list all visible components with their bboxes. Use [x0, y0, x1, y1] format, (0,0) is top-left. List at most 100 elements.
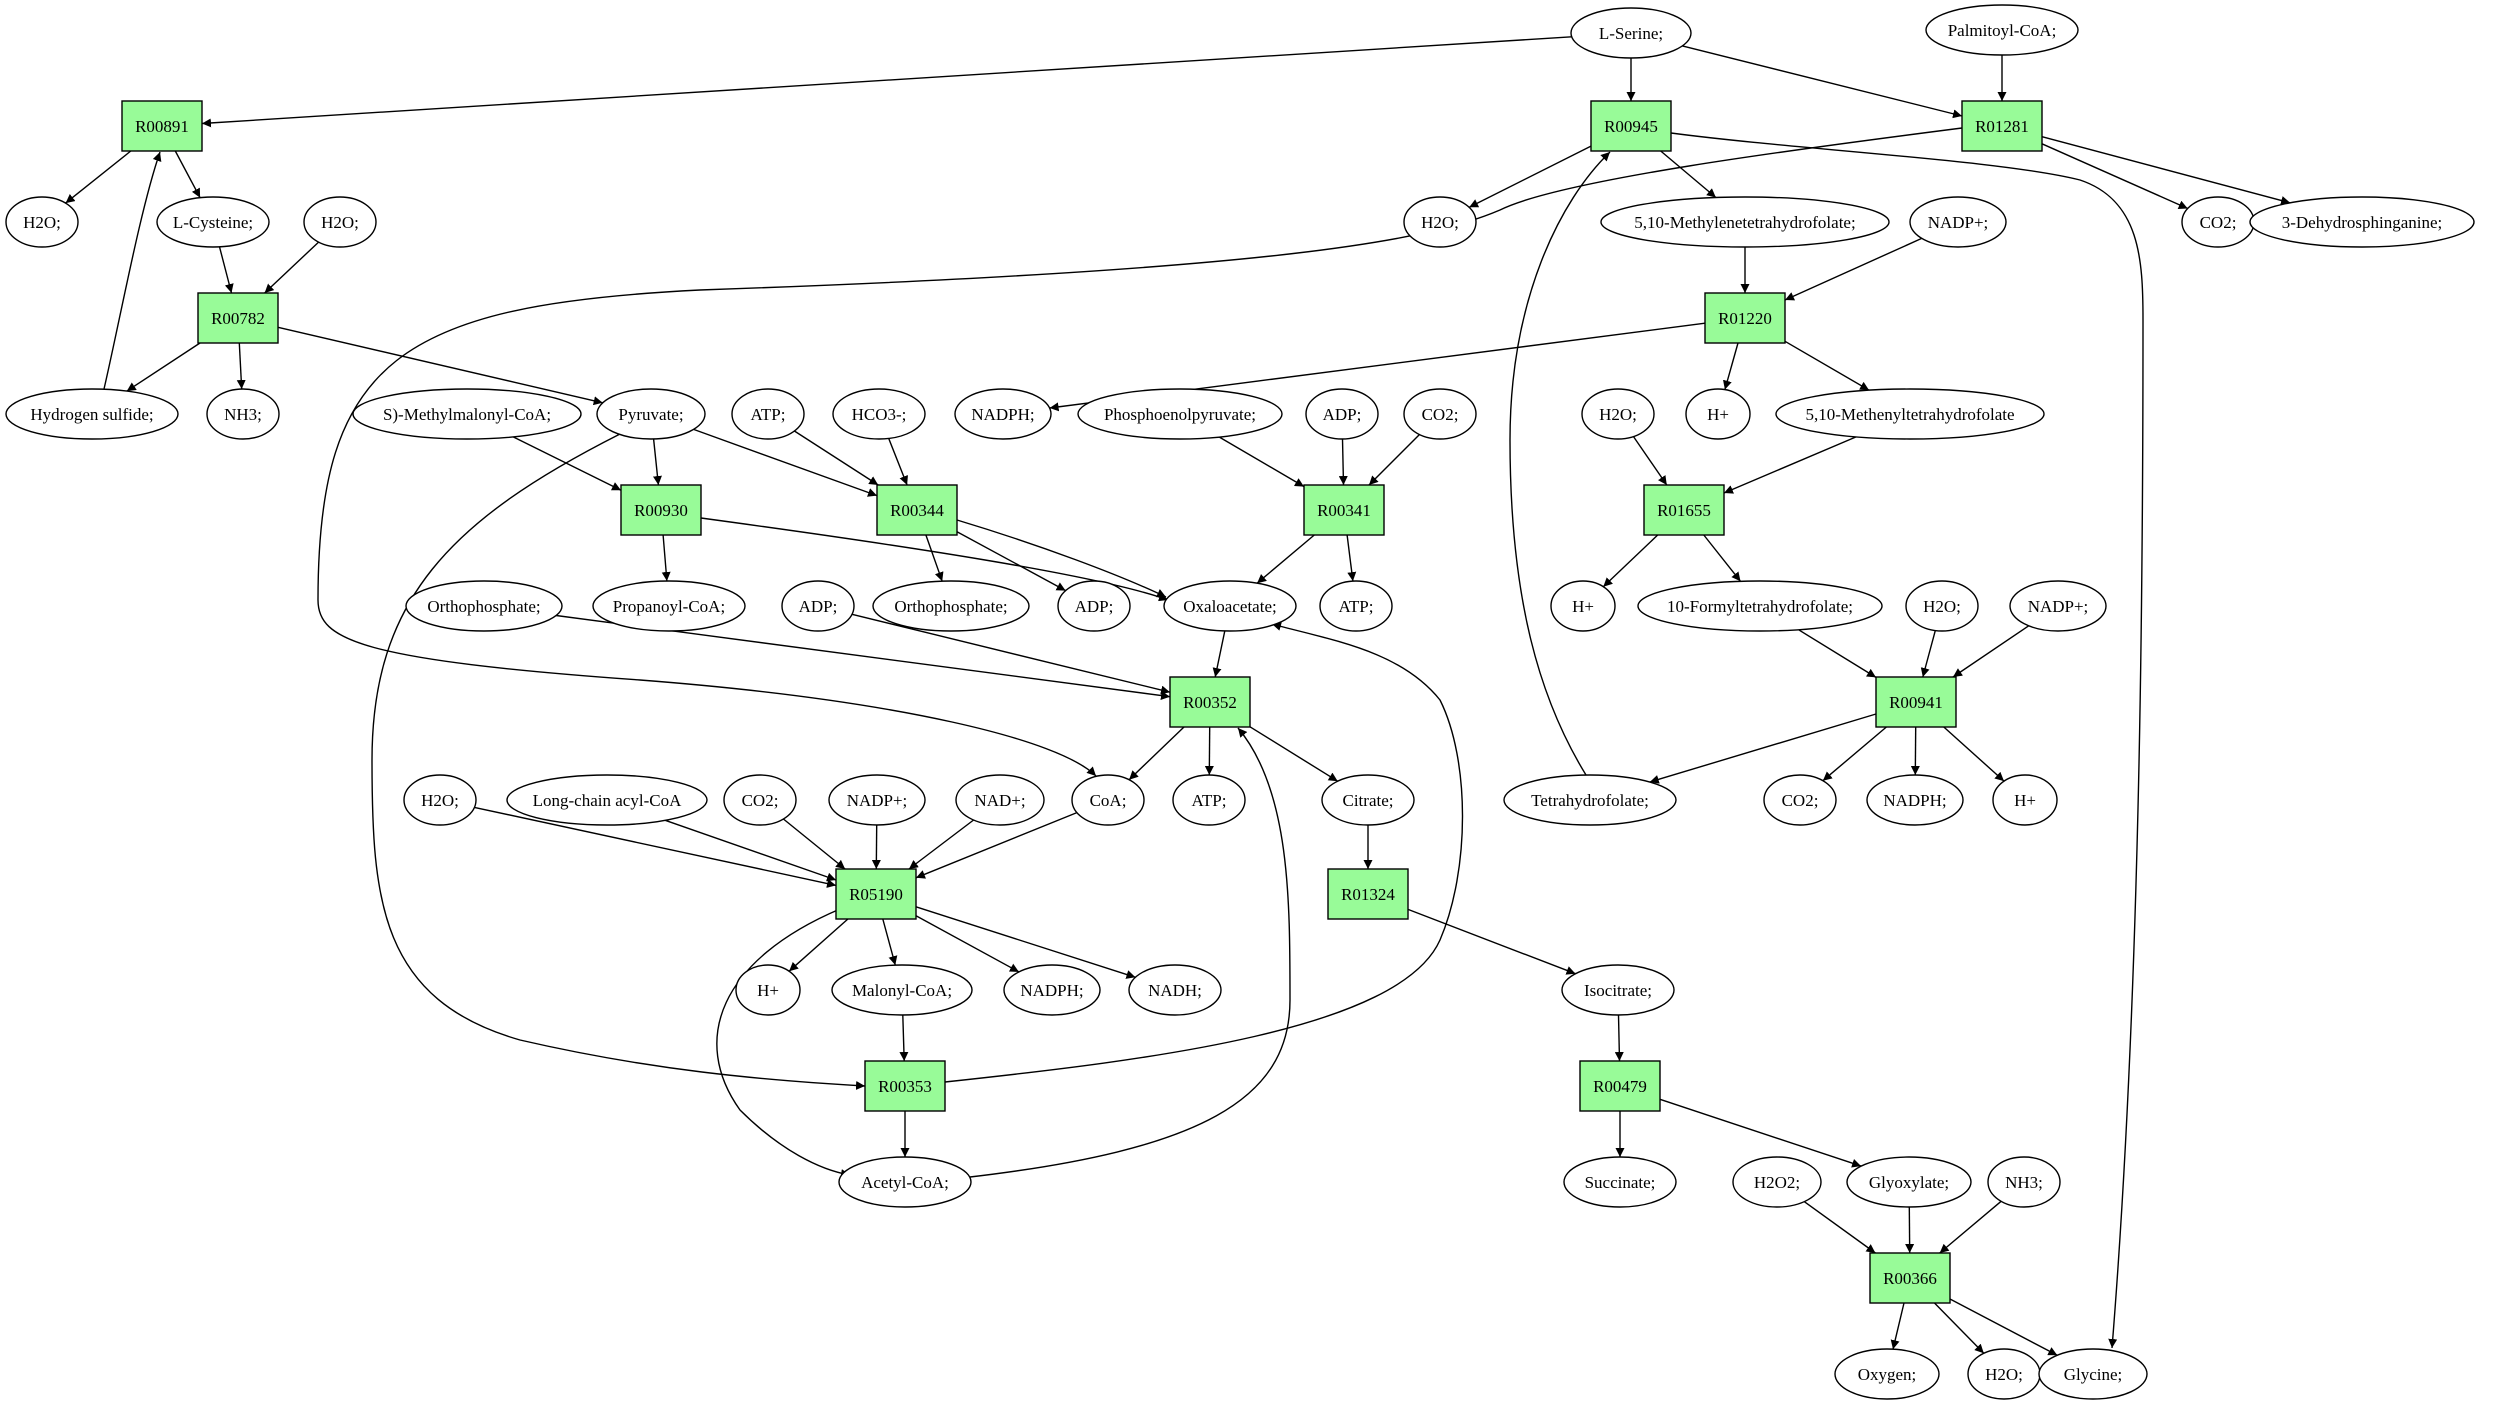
reaction-node-r00941[interactable]: R00941	[1875, 676, 1957, 728]
edge-formylthf-to-r00941	[1798, 629, 1877, 678]
metabolite-node-hplus_d[interactable]: H+	[735, 964, 801, 1016]
metabolite-ellipse	[828, 774, 926, 826]
metabolite-node-nadph_a[interactable]: NADPH;	[954, 388, 1052, 440]
metabolite-node-nad[interactable]: NAD+;	[955, 774, 1045, 826]
node-label: NADPH;	[1020, 981, 1083, 1000]
edge-r05190-to-nadph_c	[915, 915, 1020, 973]
edge-r05190-to-acetylcoa	[716, 908, 851, 1178]
reaction-node-r01281[interactable]: R01281	[1961, 100, 2043, 152]
metabolite-node-lserine[interactable]: L-Serine;	[1570, 7, 1692, 59]
metabolite-node-methenylthf[interactable]: 5,10-Methenyltetrahydrofolate	[1775, 388, 2045, 440]
metabolite-node-hplus_c[interactable]: H+	[1992, 774, 2058, 826]
reaction-node-r01324[interactable]: R01324	[1327, 868, 1409, 920]
node-label: R00479	[1593, 1077, 1647, 1096]
metabolite-node-h2o_g[interactable]: H2O;	[1967, 1348, 2041, 1400]
reaction-node-r01220[interactable]: R01220	[1704, 292, 1786, 344]
metabolite-node-acetylcoa[interactable]: Acetyl-CoA;	[838, 1156, 972, 1208]
edge-r00366-to-h2o_g	[1934, 1302, 1985, 1354]
metabolite-node-h2o_c[interactable]: H2O;	[1403, 196, 1477, 248]
node-label: Glycine;	[2064, 1365, 2123, 1384]
metabolite-node-co2_c[interactable]: CO2;	[723, 774, 797, 826]
metabolite-node-orthophos_a[interactable]: Orthophosphate;	[405, 580, 563, 632]
metabolite-node-atp_b[interactable]: ATP;	[1319, 580, 1393, 632]
metabolite-node-h2o2[interactable]: H2O2;	[1732, 1156, 1822, 1208]
metabolite-node-nh3_b[interactable]: NH3;	[1987, 1156, 2061, 1208]
metabolite-ellipse	[1685, 388, 1751, 440]
metabolite-node-pyruvate[interactable]: Pyruvate;	[596, 388, 706, 440]
metabolite-node-smethylmal[interactable]: S)-Methylmalonyl-CoA;	[352, 388, 582, 440]
metabolite-node-h2o_a[interactable]: H2O;	[5, 196, 79, 248]
metabolite-node-h2o_f[interactable]: H2O;	[403, 774, 477, 826]
metabolite-node-methylenethf[interactable]: 5,10-Methylenetetrahydrofolate;	[1600, 196, 1890, 248]
reaction-node-r05190[interactable]: R05190	[835, 868, 917, 920]
reaction-node-r00945[interactable]: R00945	[1590, 100, 1672, 152]
metabolite-node-coa[interactable]: CoA;	[1071, 774, 1145, 826]
metabolite-node-co2_d[interactable]: CO2;	[1763, 774, 1837, 826]
reaction-node-r00782[interactable]: R00782	[197, 292, 279, 344]
metabolite-node-citrate[interactable]: Citrate;	[1321, 774, 1415, 826]
metabolite-node-h2s[interactable]: Hydrogen sulfide;	[5, 388, 179, 440]
metabolite-node-nadp_a[interactable]: NADP+;	[1909, 196, 2007, 248]
reaction-node-r00341[interactable]: R00341	[1303, 484, 1385, 536]
metabolite-node-glyoxylate[interactable]: Glyoxylate;	[1846, 1156, 1972, 1208]
metabolite-node-nadh[interactable]: NADH;	[1128, 964, 1222, 1016]
metabolite-node-atp_a[interactable]: ATP;	[731, 388, 805, 440]
metabolite-node-nadp_c[interactable]: NADP+;	[828, 774, 926, 826]
metabolite-node-oxygen[interactable]: Oxygen;	[1834, 1348, 1940, 1400]
metabolite-node-propanoylcoa[interactable]: Propanoyl-CoA;	[592, 580, 746, 632]
metabolite-node-succinate[interactable]: Succinate;	[1563, 1156, 1677, 1208]
edge-r01324-to-isocitrate	[1407, 908, 1576, 975]
metabolite-node-atp_c[interactable]: ATP;	[1172, 774, 1246, 826]
metabolite-ellipse	[405, 580, 563, 632]
metabolite-node-lcysteine[interactable]: L-Cysteine;	[156, 196, 270, 248]
metabolite-node-nadph_c[interactable]: NADPH;	[1003, 964, 1101, 1016]
node-label: H2O;	[1599, 405, 1637, 424]
metabolite-node-h2o_b[interactable]: H2O;	[303, 196, 377, 248]
reaction-node-r00366[interactable]: R00366	[1869, 1252, 1951, 1304]
metabolite-node-dehydrosph[interactable]: 3-Dehydrosphinganine;	[2249, 196, 2475, 248]
edge-r00891-to-h2o_a	[65, 150, 132, 204]
node-label: Isocitrate;	[1584, 981, 1652, 1000]
metabolite-ellipse	[831, 964, 973, 1016]
reaction-node-r00891[interactable]: R00891	[121, 100, 203, 152]
metabolite-node-adp_a[interactable]: ADP;	[1305, 388, 1379, 440]
metabolite-node-hco3[interactable]: HCO3-;	[832, 388, 926, 440]
edge-nadp_a-to-r01220	[1784, 237, 1922, 301]
reaction-node-r00352[interactable]: R00352	[1169, 676, 1251, 728]
metabolite-node-oxaloacetate[interactable]: Oxaloacetate;	[1163, 580, 1297, 632]
metabolite-node-h2o_e[interactable]: H2O;	[1905, 580, 1979, 632]
metabolite-ellipse	[1321, 774, 1415, 826]
reaction-node-r00344[interactable]: R00344	[876, 484, 958, 536]
edge-r00366-to-oxygen	[1890, 1302, 1905, 1350]
metabolite-node-adp_c[interactable]: ADP;	[1057, 580, 1131, 632]
reaction-node-r01655[interactable]: R01655	[1643, 484, 1725, 536]
metabolite-node-orthophos_b[interactable]: Orthophosphate;	[872, 580, 1030, 632]
metabolite-node-longchain[interactable]: Long-chain acyl-CoA	[506, 774, 708, 826]
reaction-node-r00930[interactable]: R00930	[620, 484, 702, 536]
metabolite-node-thf[interactable]: Tetrahydrofolate;	[1503, 774, 1677, 826]
metabolite-node-hplus_b[interactable]: H+	[1550, 580, 1616, 632]
metabolite-node-co2_a[interactable]: CO2;	[2181, 196, 2255, 248]
metabolite-node-nh3_a[interactable]: NH3;	[206, 388, 280, 440]
node-label: R00344	[890, 501, 944, 520]
metabolite-node-isocitrate[interactable]: Isocitrate;	[1561, 964, 1675, 1016]
metabolite-node-hplus_a[interactable]: H+	[1685, 388, 1751, 440]
metabolite-node-palmitoylcoa[interactable]: Palmitoyl-CoA;	[1925, 4, 2079, 56]
node-label: Orthophosphate;	[894, 597, 1007, 616]
metabolite-node-nadp_b[interactable]: NADP+;	[2009, 580, 2107, 632]
metabolite-ellipse	[731, 388, 805, 440]
metabolite-node-malonylcoa[interactable]: Malonyl-CoA;	[831, 964, 973, 1016]
reaction-node-r00479[interactable]: R00479	[1579, 1060, 1661, 1112]
metabolite-node-h2o_d[interactable]: H2O;	[1581, 388, 1655, 440]
metabolite-node-glycine[interactable]: Glycine;	[2038, 1348, 2148, 1400]
edge-hco3-to-r00344	[888, 438, 908, 486]
metabolite-node-nadph_b[interactable]: NADPH;	[1866, 774, 1964, 826]
metabolite-node-formylthf[interactable]: 10-Formyltetrahydrofolate;	[1637, 580, 1883, 632]
metabolite-node-co2_b[interactable]: CO2;	[1403, 388, 1477, 440]
metabolite-ellipse	[954, 388, 1052, 440]
metabolite-node-pep[interactable]: Phosphoenolpyruvate;	[1077, 388, 1283, 440]
metabolite-node-adp_b[interactable]: ADP;	[781, 580, 855, 632]
reaction-node-r00353[interactable]: R00353	[864, 1060, 946, 1112]
edge-r00945-to-h2o_c	[1468, 145, 1592, 208]
